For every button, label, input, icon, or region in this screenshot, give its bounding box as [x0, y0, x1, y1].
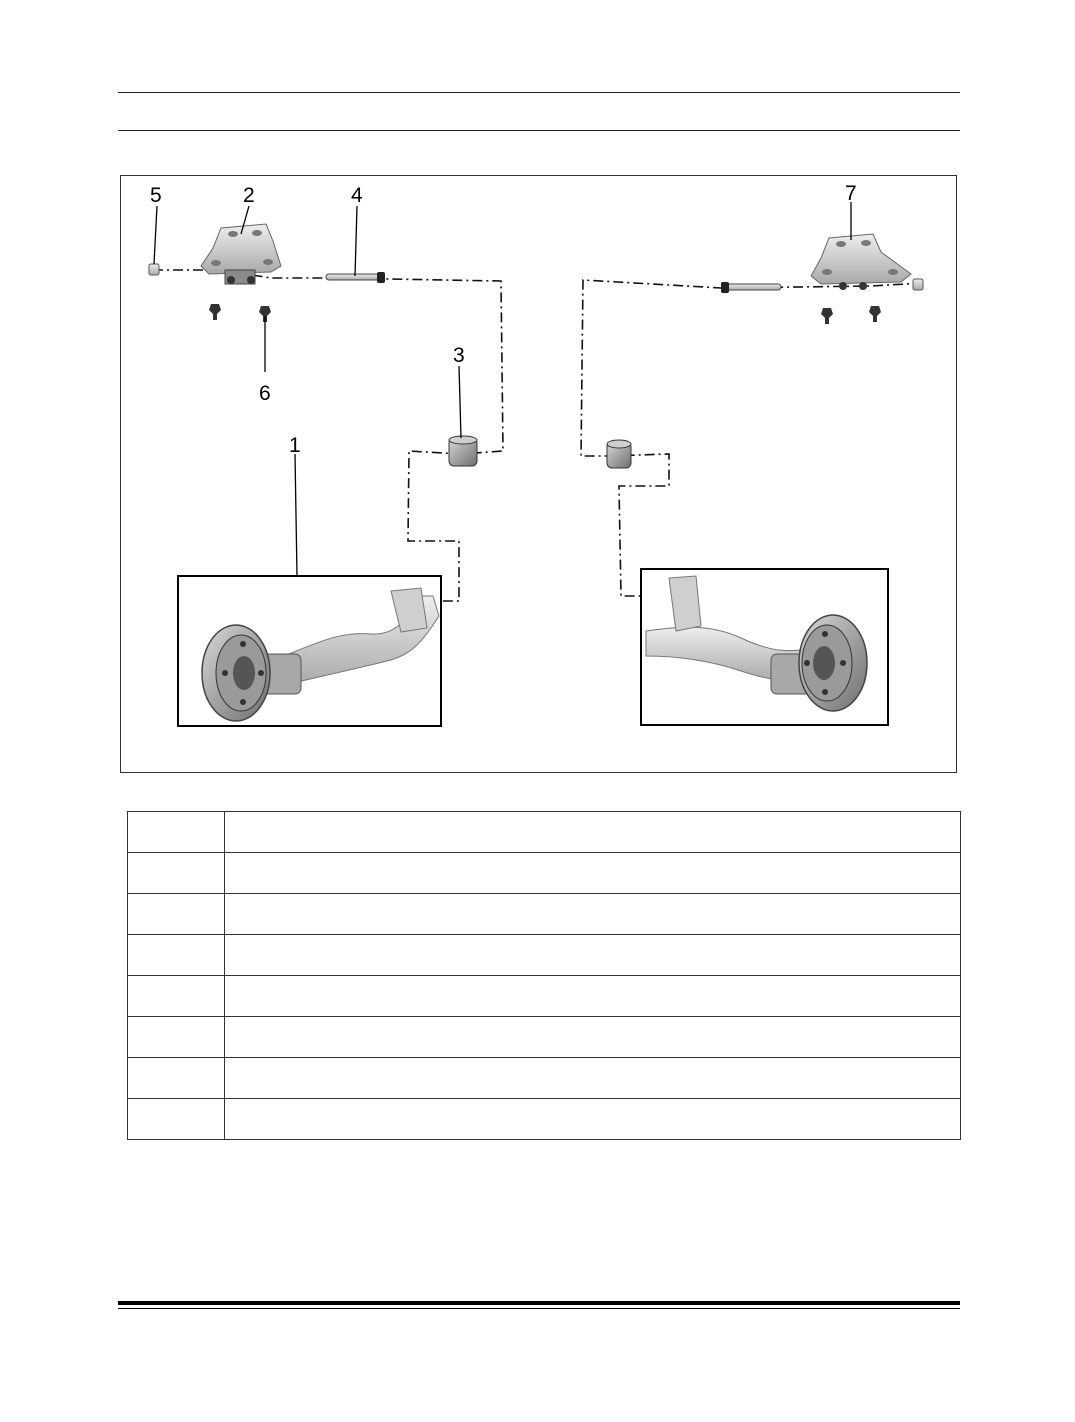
- legend-description: [224, 852, 961, 894]
- callout-6: 6: [259, 382, 271, 405]
- header-rule-top: [118, 92, 960, 93]
- right-end-bushing: [912, 278, 924, 291]
- left-end-bushing: [148, 263, 160, 276]
- exploded-view-drawing: 5 2 4 3 6 1 7: [148, 182, 924, 727]
- legend-description: [224, 811, 961, 853]
- right-bolts: [821, 306, 881, 324]
- callout-7: 7: [845, 182, 857, 205]
- parts-legend-table: [127, 811, 961, 1140]
- footer-rule-thick: [118, 1301, 960, 1305]
- legend-description: [224, 893, 961, 935]
- left-axle-inset: [177, 575, 442, 727]
- legend-description: [224, 975, 961, 1017]
- exploded-view-figure: 5 2 4 3 6 1 7: [120, 175, 957, 773]
- table-row: [127, 934, 961, 976]
- legend-number: [127, 893, 225, 935]
- legend-number: [127, 811, 225, 853]
- callout-3: 3: [453, 344, 465, 367]
- left-mounting-bracket: [200, 223, 282, 285]
- table-row: [127, 1016, 961, 1058]
- assembly-centerlines: [153, 269, 924, 602]
- table-row: [127, 852, 961, 894]
- leader-lines: [153, 202, 852, 577]
- right-axle-inset: [640, 568, 889, 726]
- left-bolts: [209, 304, 271, 322]
- legend-number: [127, 975, 225, 1017]
- table-row: [127, 1098, 961, 1140]
- legend-number: [127, 1098, 225, 1140]
- table-row: [127, 811, 961, 853]
- legend-description: [224, 1098, 961, 1140]
- left-pivot-pin: [325, 272, 385, 283]
- legend-number: [127, 852, 225, 894]
- legend-number: [127, 1057, 225, 1099]
- legend-description: [224, 1057, 961, 1099]
- table-row: [127, 975, 961, 1017]
- legend-number: [127, 1016, 225, 1058]
- table-row: [127, 893, 961, 935]
- table-row: [127, 1057, 961, 1099]
- callout-4: 4: [351, 184, 363, 207]
- left-rubber-bushing: [448, 435, 478, 467]
- right-mounting-bracket: [810, 233, 912, 290]
- callout-1: 1: [289, 434, 301, 457]
- right-rubber-bushing: [606, 439, 632, 469]
- header-rule-bottom: [118, 130, 960, 131]
- legend-description: [224, 1016, 961, 1058]
- callout-2: 2: [243, 184, 255, 207]
- callout-5: 5: [150, 184, 162, 207]
- footer-rule-thin: [118, 1308, 960, 1309]
- legend-number: [127, 934, 225, 976]
- right-pivot-pin: [721, 282, 782, 293]
- legend-description: [224, 934, 961, 976]
